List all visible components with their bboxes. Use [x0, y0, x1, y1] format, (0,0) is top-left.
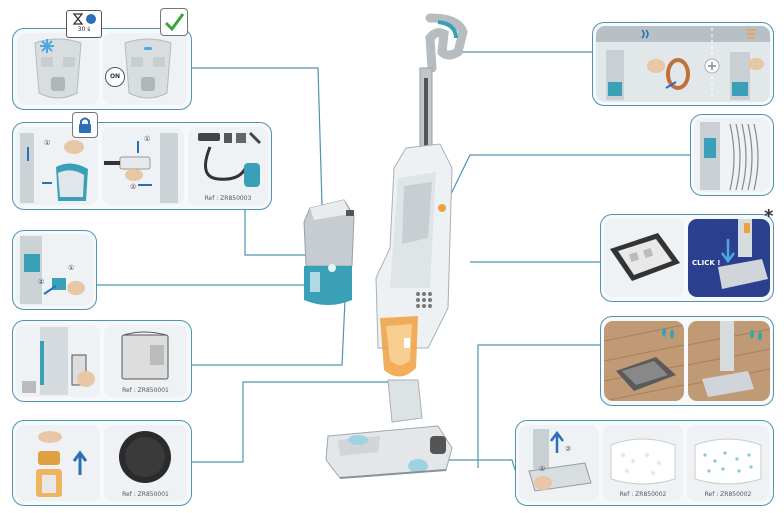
tile-mop-pad-2: Ref : ZR850002: [687, 425, 769, 501]
step-1-label: ①: [539, 465, 546, 473]
tile-mop-pad-1: Ref : ZR850002: [603, 425, 683, 501]
ref-accessories-kit: Ref : ZR850003: [204, 195, 252, 202]
ref-mop-pad-2: Ref : ZR850002: [704, 491, 752, 498]
drop-icon: [662, 327, 666, 337]
panel-mop-pads: ② ① Ref : ZR850002 Ref : ZR850002: [515, 420, 774, 506]
panel-water-filter: Ref : ZR850001: [12, 320, 192, 402]
hourglass-icon: [72, 13, 84, 25]
info-icon: [86, 14, 96, 24]
steam-icon: [746, 29, 756, 39]
steam-mop-vacuum: [325, 13, 468, 479]
tile-mop-floor: [688, 321, 770, 401]
tile-heating: [17, 33, 99, 105]
drop-icon: [670, 329, 674, 339]
panel-cassette: ① ②: [12, 230, 97, 310]
timer-badge: 30 s: [66, 10, 102, 38]
tile-water-filter: Ref : ZR850001: [104, 325, 187, 397]
timer-label: 30 s: [77, 26, 91, 33]
panel-parking-tray: CLICK !: [600, 214, 774, 302]
step-2-label: ②: [130, 183, 137, 191]
arrow-up-icon: [72, 450, 88, 475]
panel-steam-station: [592, 22, 774, 106]
click-label: CLICK !: [692, 259, 721, 267]
panel-cable-storage: [690, 114, 774, 196]
step-1-label: ①: [144, 135, 151, 143]
tile-tray-floor: [604, 321, 684, 401]
tile-remove-filter: [16, 325, 100, 397]
panel-floor-types: [600, 316, 774, 406]
check-icon: [160, 8, 188, 36]
tile-parking-tray: [604, 219, 684, 297]
tile-click-in: CLICK !: [688, 219, 770, 297]
step-1-label: ①: [68, 264, 75, 272]
ref-disc-filter: Ref : ZR850001: [122, 491, 169, 498]
asterisk-note: *: [764, 206, 774, 227]
tile-accessory-kit: Ref : ZR850003: [188, 127, 268, 205]
tile-steam-on: ON: [103, 33, 187, 105]
tile-remove-pad: ② ①: [519, 425, 599, 501]
lock-icon: [72, 112, 98, 138]
panel-disc-filter: Ref : ZR850001: [12, 420, 192, 506]
ref-mop-pad-1: Ref : ZR850002: [619, 491, 667, 498]
step-1-label: ①: [44, 139, 51, 147]
step-2-label: ②: [38, 278, 45, 286]
tile-steam-station: [596, 26, 770, 102]
handheld-unit: [303, 199, 355, 305]
drop-icon: [750, 329, 754, 339]
tile-cable-storage: [694, 118, 770, 192]
tile-disc-filter: Ref : ZR850001: [104, 425, 187, 501]
steam-icon: [641, 29, 649, 39]
tile-attach-hose: ① ②: [102, 127, 184, 205]
tile-remove-disc: [16, 425, 100, 501]
drop-icon: [758, 331, 762, 341]
panel-steam-ready: ON: [12, 28, 192, 110]
ref-water-filter: Ref : ZR850001: [122, 387, 169, 394]
tile-cassette: ① ②: [16, 234, 93, 306]
panel-accessories: ① ① ② Ref : ZR850003: [12, 122, 272, 210]
step-2-label: ②: [565, 445, 572, 453]
tile-fill-tank: ①: [16, 127, 98, 205]
on-badge: ON: [105, 67, 125, 87]
